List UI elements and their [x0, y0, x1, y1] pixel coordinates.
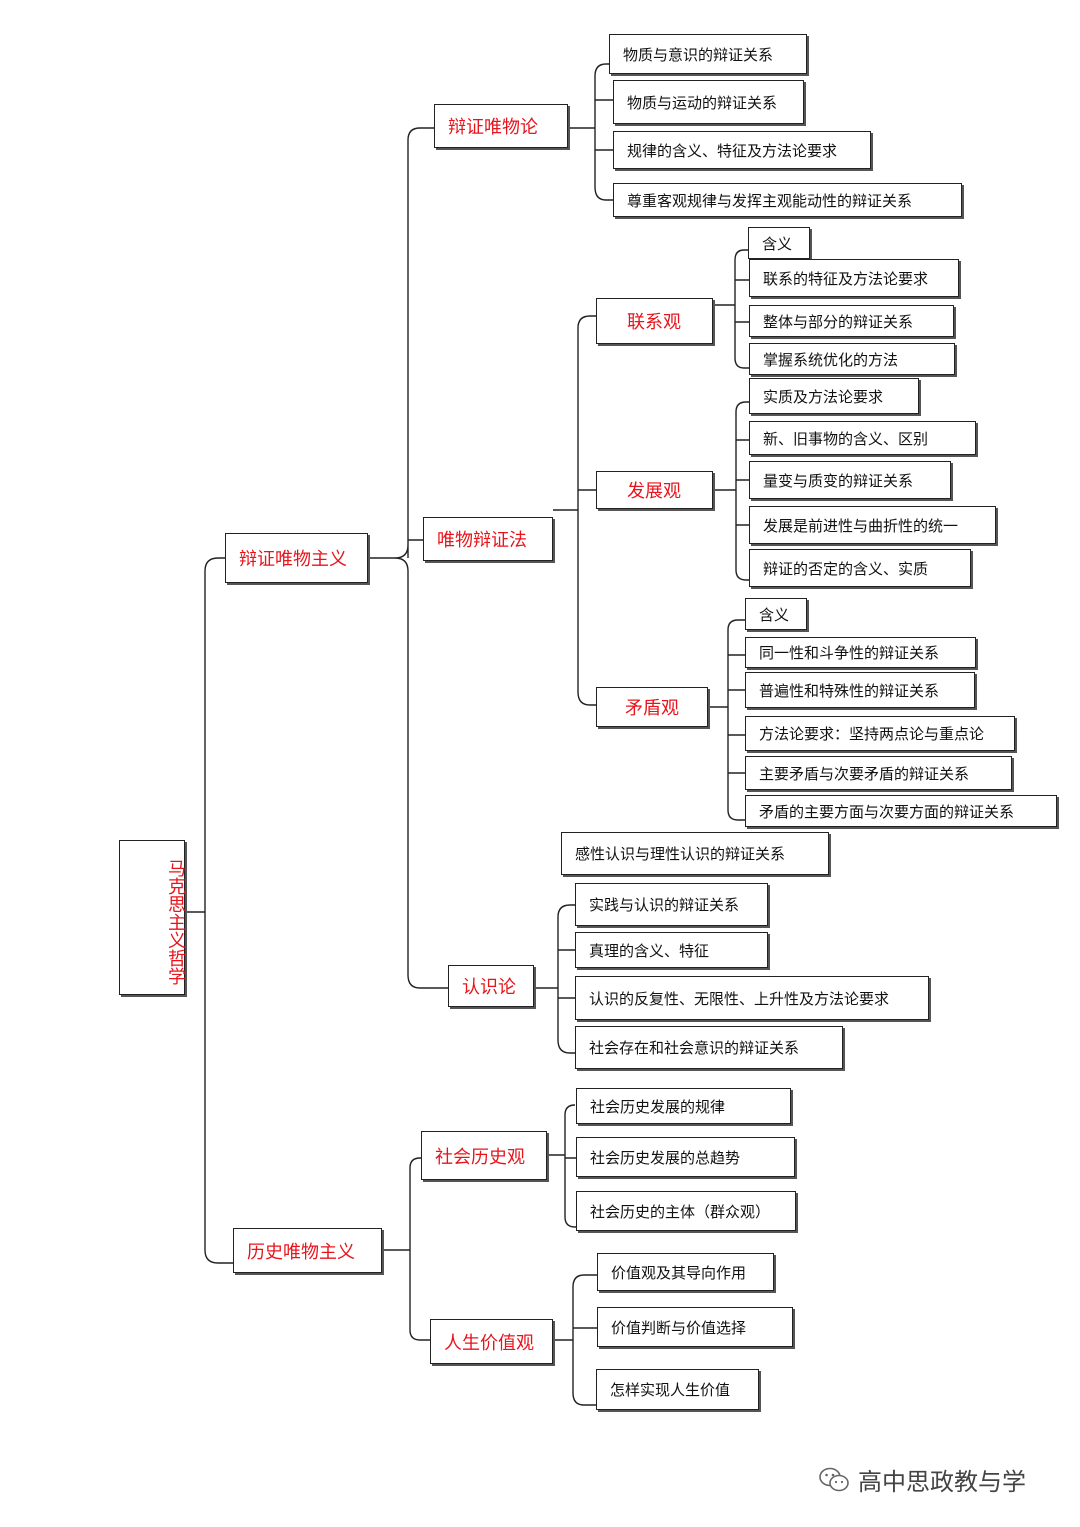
leaf-contradiction-0: 含义 — [745, 598, 807, 630]
leaf-materialism-0: 物质与意识的辩证关系 — [609, 34, 807, 74]
leaf-connection-3: 掌握系统优化的方法 — [749, 343, 955, 375]
leaf-contradiction-4: 主要矛盾与次要矛盾的辩证关系 — [745, 756, 1012, 790]
leaf-materialism-1: 物质与运动的辩证关系 — [613, 80, 804, 124]
wechat-icon — [819, 1467, 849, 1491]
node-social-history: 社会历史观 — [421, 1131, 547, 1180]
watermark: 高中思政教与学 — [818, 1462, 1026, 1497]
leaf-materialism-3: 尊重客观规律与发挥主观能动性的辩证关系 — [613, 183, 962, 217]
node-dialectical-materialism: 辩证唯物主义 — [225, 533, 368, 583]
node-epistemology: 认识论 — [448, 965, 534, 1007]
leaf-social-history-2: 社会历史的主体（群众观） — [576, 1191, 796, 1231]
node-development: 发展观 — [596, 471, 713, 509]
watermark-text: 高中思政教与学 — [858, 1468, 1026, 1496]
node-life-values: 人生价值观 — [430, 1319, 553, 1364]
node-historical-materialism: 历史唯物主义 — [233, 1228, 382, 1273]
leaf-development-2: 量变与质变的辩证关系 — [749, 461, 951, 499]
node-dialectics: 唯物辩证法 — [423, 517, 553, 561]
leaf-epistemology-3: 社会存在和社会意识的辩证关系 — [575, 1026, 843, 1069]
leaf-development-1: 新、旧事物的含义、区别 — [749, 421, 976, 455]
leaf-connection-0: 含义 — [748, 227, 810, 259]
leaf-epistemology-2: 认识的反复性、无限性、上升性及方法论要求 — [575, 976, 929, 1020]
node-connection: 联系观 — [596, 298, 713, 344]
leaf-contradiction-2: 普遍性和特殊性的辩证关系 — [745, 672, 975, 708]
leaf-life-values-2: 怎样实现人生价值 — [596, 1369, 759, 1410]
leaf-materialism-2: 规律的含义、特征及方法论要求 — [613, 131, 871, 169]
leaf-contradiction-1: 同一性和斗争性的辩证关系 — [745, 637, 976, 668]
leaf-life-values-0: 价值观及其导向作用 — [597, 1253, 774, 1291]
leaf-social-history-1: 社会历史发展的总趋势 — [576, 1137, 795, 1177]
leaf-epistemology-1: 真理的含义、特征 — [575, 932, 768, 968]
leaf-epistemology-top: 感性认识与理性认识的辩证关系 — [561, 832, 829, 875]
leaf-development-3: 发展是前进性与曲折性的统一 — [749, 506, 996, 544]
node-materialism: 辩证唯物论 — [434, 104, 568, 148]
leaf-contradiction-3: 方法论要求：坚持两点论与重点论 — [745, 716, 1015, 751]
leaf-development-4: 辩证的否定的含义、实质 — [749, 549, 971, 587]
leaf-epistemology-0: 实践与认识的辩证关系 — [575, 883, 768, 926]
root-node: 马克思主义哲学 — [119, 840, 186, 995]
leaf-development-0: 实质及方法论要求 — [749, 378, 919, 414]
node-contradiction: 矛盾观 — [596, 687, 708, 727]
leaf-contradiction-5: 矛盾的主要方面与次要方面的辩证关系 — [745, 795, 1057, 827]
leaf-social-history-0: 社会历史发展的规律 — [576, 1088, 791, 1124]
leaf-connection-2: 整体与部分的辩证关系 — [749, 305, 954, 337]
leaf-life-values-1: 价值判断与价值选择 — [597, 1307, 793, 1347]
leaf-connection-1: 联系的特征及方法论要求 — [749, 259, 959, 297]
